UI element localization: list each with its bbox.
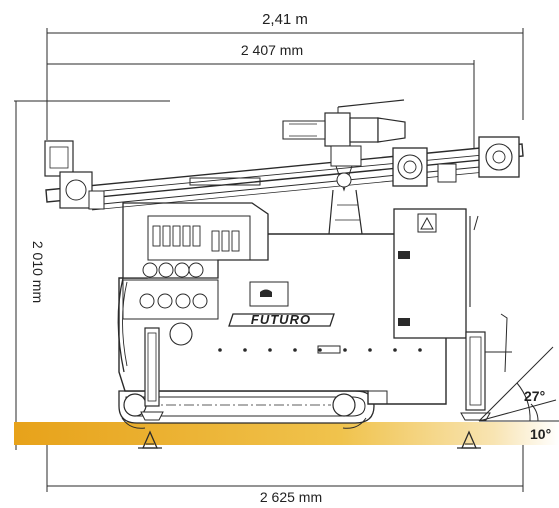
rear-mast-clamp	[392, 136, 520, 187]
drill-head	[282, 99, 406, 192]
base-length-label: 2 625 mm	[260, 489, 322, 505]
front-mast-head	[44, 140, 105, 210]
rear-support-pad	[457, 430, 481, 449]
chassis-rear-step	[368, 390, 388, 404]
brand-label: FUTURO	[251, 312, 311, 327]
drill-rig: FUTURO	[44, 99, 524, 429]
height-label: 2 010 mm	[30, 241, 46, 303]
ground-strip	[14, 422, 559, 445]
lower-angle-label: 10°	[530, 426, 551, 442]
crawler-track	[118, 390, 375, 429]
angle-indicator: 27° 10°	[478, 346, 559, 442]
overall-width-label: 2,41 m	[262, 11, 308, 28]
inner-width-label: 2 407 mm	[241, 42, 303, 58]
gauge-row	[142, 262, 204, 278]
engine-vents	[139, 293, 208, 346]
front-support-pad	[138, 430, 162, 449]
chassis-bolts	[218, 348, 422, 352]
mast-support	[328, 189, 363, 235]
hose-bundle	[117, 277, 125, 373]
control-valves	[152, 225, 240, 252]
rear-latches	[398, 251, 410, 326]
height-dimension: 2 010 mm	[14, 100, 170, 450]
upper-angle-label: 27°	[524, 388, 545, 404]
rear-stabilizer	[460, 215, 512, 421]
control-panel	[147, 215, 251, 261]
brand-plate: FUTURO	[228, 312, 335, 327]
front-stabilizer	[140, 327, 164, 421]
fuel-cap-icon	[260, 289, 272, 297]
inner-width-dimension: 2 407 mm	[46, 42, 475, 150]
warning-sign	[417, 213, 437, 233]
warning-triangle-icon	[420, 216, 434, 230]
base-length-dimension: 2 625 mm	[46, 445, 524, 505]
side-handle	[317, 345, 341, 354]
rear-cabinet	[393, 208, 467, 339]
overall-width-dimension: 2,41 m	[46, 11, 524, 120]
